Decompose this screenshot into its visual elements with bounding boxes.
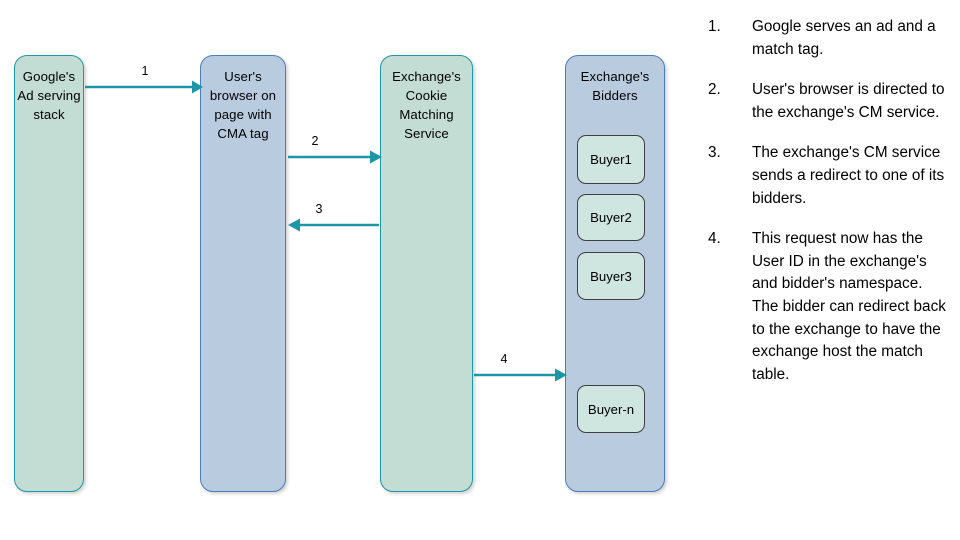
node-exchange-cookie-matching-service: Exchange's Cookie Matching Service: [380, 55, 473, 492]
arrow-4-number: 4: [500, 352, 508, 366]
buyer-box-3-label: Buyer3: [590, 268, 632, 284]
arrow-3-number: 3: [315, 202, 323, 216]
step-item-3: 3. The exchange's CM service sends a red…: [708, 142, 952, 210]
node-exchange-bidders-label: Exchange's Bidders: [580, 69, 650, 103]
steps-list: 1. Google serves an ad and a match tag. …: [708, 16, 952, 404]
arrow-3: [288, 218, 379, 232]
buyer-box-1: Buyer1: [577, 135, 645, 184]
node-exchange-cookie-matching-service-label: Exchange's Cookie Matching Service: [392, 69, 461, 141]
buyer-box-n: Buyer-n: [577, 385, 645, 433]
step-2-number: 2.: [708, 81, 721, 99]
node-user-browser-label: User's browser on page with CMA tag: [209, 69, 277, 141]
arrow-2-number: 2: [311, 134, 319, 148]
arrow-1: [85, 80, 203, 94]
buyer-box-2: Buyer2: [577, 194, 645, 241]
arrow-2: [288, 150, 382, 164]
buyer-box-2-label: Buyer2: [590, 210, 632, 225]
step-3-number: 3.: [708, 144, 721, 162]
step-item-4: 4. This request now has the User ID in t…: [708, 228, 952, 386]
step-2-text: User's browser is directed to the exchan…: [752, 81, 945, 121]
buyer-box-n-label: Buyer-n: [587, 401, 635, 417]
step-4-number: 4.: [708, 230, 721, 248]
step-1-text: Google serves an ad and a match tag.: [752, 18, 936, 58]
buyer-box-1-label: Buyer1: [590, 152, 632, 167]
node-google-ad-serving-stack: Google's Ad serving stack: [14, 55, 84, 492]
arrow-1-number: 1: [141, 64, 149, 78]
step-4-text: This request now has the User ID in the …: [752, 230, 946, 383]
arrow-4: [474, 368, 567, 382]
step-3-text: The exchange's CM service sends a redire…: [752, 144, 945, 207]
node-user-browser: User's browser on page with CMA tag: [200, 55, 286, 492]
buyer-box-3: Buyer3: [577, 252, 645, 300]
step-1-number: 1.: [708, 18, 721, 35]
node-google-ad-serving-stack-label: Google's Ad serving stack: [17, 69, 81, 122]
step-item-2: 2. User's browser is directed to the exc…: [708, 79, 952, 124]
step-item-1: 1. Google serves an ad and a match tag.: [708, 16, 952, 61]
